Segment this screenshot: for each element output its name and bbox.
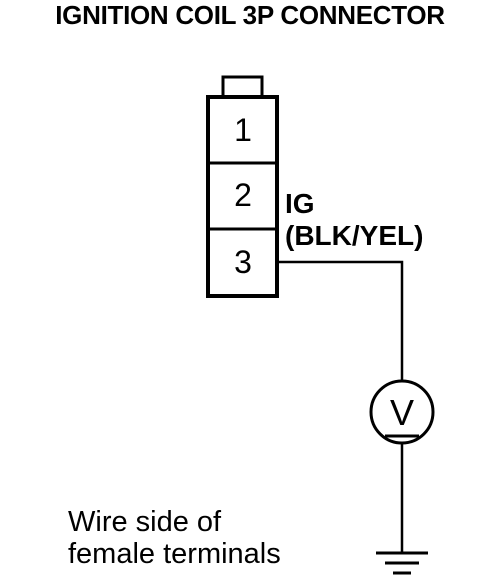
note-line-1: Wire side of — [68, 506, 222, 538]
diagram-title: IGNITION COIL 3P CONNECTOR — [55, 0, 445, 30]
pin-1-label: 1 — [234, 112, 252, 148]
signal-wire — [277, 260, 404, 381]
voltmeter-icon: V — [369, 379, 435, 445]
connector-latch — [221, 75, 264, 99]
connector-body — [206, 95, 279, 298]
note-line-2: female terminals — [68, 538, 281, 570]
wire-terminal-label: IG — [285, 188, 315, 219]
pin-2-label: 2 — [234, 177, 252, 213]
voltmeter-symbol: V — [390, 392, 414, 433]
ground-icon — [376, 551, 428, 575]
pin-3-label: 3 — [234, 244, 252, 280]
wire-color-label: (BLK/YEL) — [285, 220, 423, 251]
